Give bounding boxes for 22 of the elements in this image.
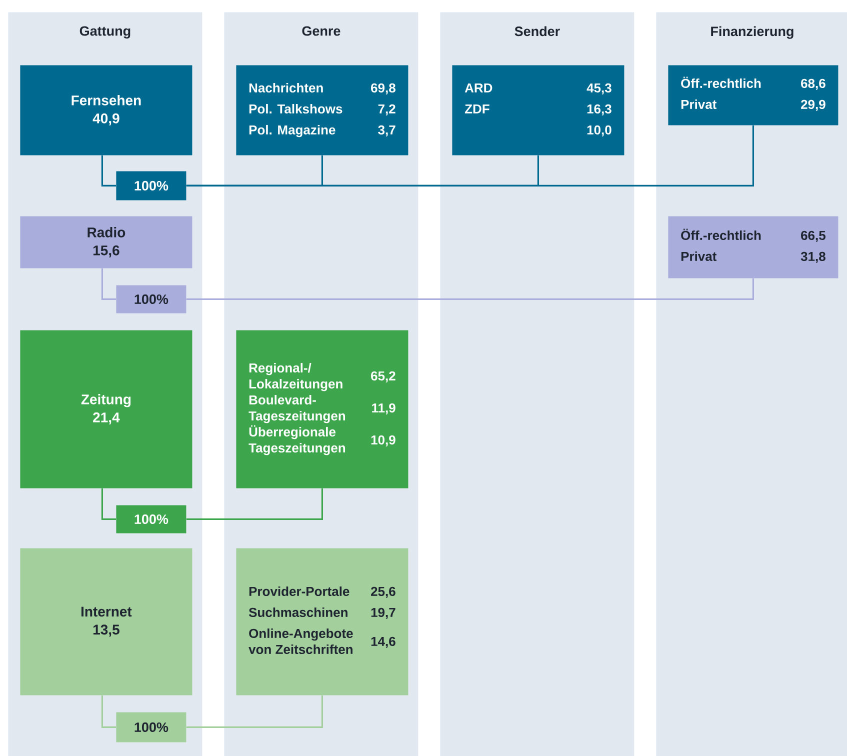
percent-box: 100% [116,285,186,314]
category-box: Radio 15,6 [20,216,192,268]
share-table-box: Nachrichten 69,8 Pol. Talkshows 7,2 Pol. Magazine 3,7 [236,65,408,156]
share-table-box: Öff.-rechtlich 68,6 Privat 29,9 [668,65,838,126]
connector-line [101,695,116,728]
share-table-box: ARD 45,3 ZDF 16,3 10,0 [452,65,624,156]
category-box: Fernsehen 40,9 [20,65,192,156]
connector-line [186,278,754,300]
connector-line [101,155,116,186]
connector-line [101,268,116,300]
share-table-box: Regional-/ Lokalzeitungen 65,2 Boulevard-Tageszeitungen 11,9 Überregionale Tageszeitungen 10,9 [236,330,408,488]
category-box: Internet 13,5 [20,548,192,696]
connector-line [101,488,116,520]
share-table-box: Provider-Portale 25,6 Suchmaschinen 19,7 Online-Angebote von Zeitschriften 14,6 [236,548,408,696]
percent-box: 100% [116,171,186,200]
percent-box: 100% [116,505,186,534]
connector-line [186,488,323,520]
connector-line [186,125,754,186]
category-box: Zeitung 21,4 [20,330,192,488]
connector-line [186,695,323,728]
percent-box: 100% [116,712,186,742]
share-table-box: Öff.-rechtlich 66,5 Privat 31,8 [668,216,838,278]
